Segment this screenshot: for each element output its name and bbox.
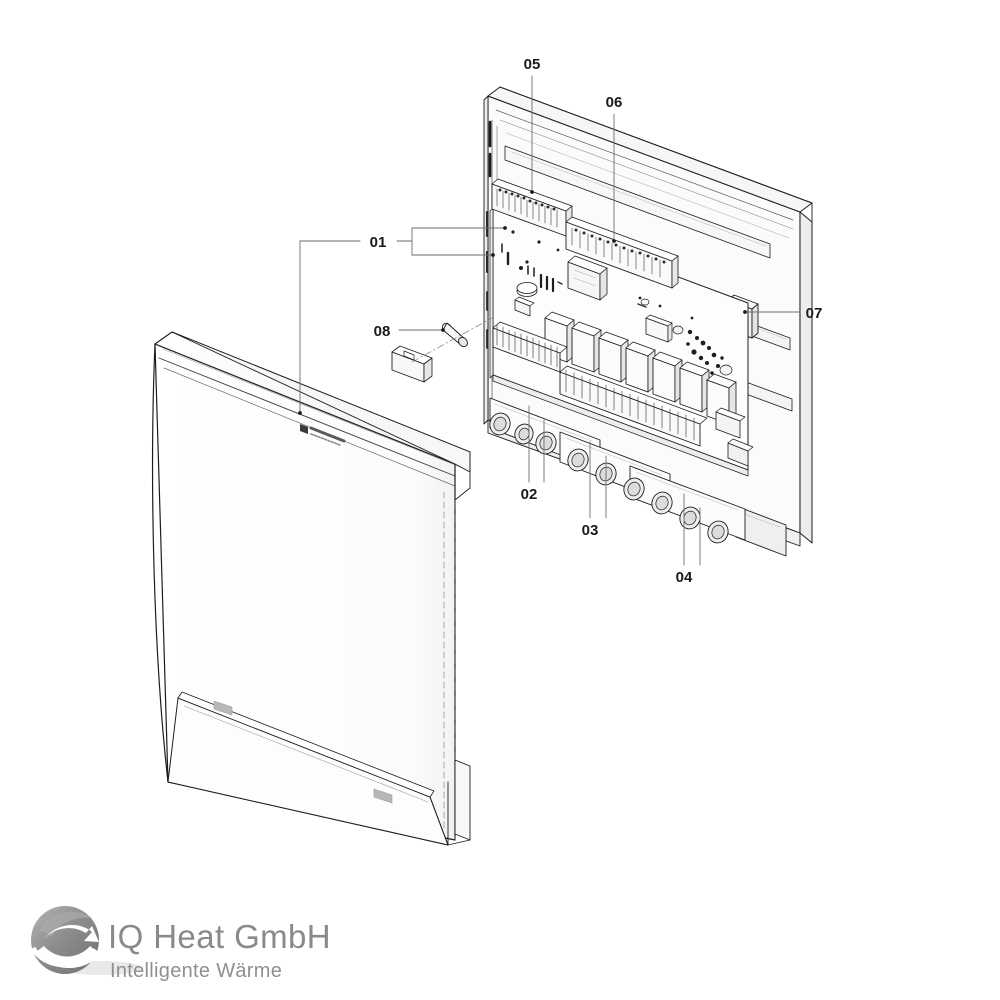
callout-endpoints <box>298 190 747 415</box>
callout-01: 01 <box>370 234 387 251</box>
vent-slot <box>213 700 393 804</box>
callout-labels: 01 02 03 04 05 06 07 08 <box>370 56 823 586</box>
sphere-swoosh-icon <box>30 906 142 975</box>
callout-03: 03 <box>582 522 599 539</box>
front-cover-panel <box>151 331 471 846</box>
transformer <box>567 255 608 301</box>
callout-02: 02 <box>521 486 538 503</box>
component-cluster <box>514 260 733 376</box>
connector-comb-lower <box>559 365 708 447</box>
callout-08: 08 <box>374 323 391 340</box>
callout-leaders <box>299 75 801 566</box>
terminal-block-lower <box>565 216 679 289</box>
cover-brand-mark <box>300 424 346 446</box>
fuse-and-holder <box>391 317 493 383</box>
callout-04: 04 <box>676 569 693 586</box>
fuse-holder-cap <box>391 345 433 383</box>
footer-logo: IQ Heat GmbH Intelligente Wärme <box>30 906 331 982</box>
logo-subtitle: Intelligente Wärme <box>110 960 282 982</box>
callout-05: 05 <box>524 56 541 73</box>
terminal-block-upper <box>491 178 573 237</box>
connector-comb-upper <box>492 321 568 373</box>
control-pcb-board <box>489 178 754 477</box>
callout-06: 06 <box>606 94 623 111</box>
relay-row <box>544 311 737 425</box>
logo-title: IQ Heat GmbH <box>108 918 331 955</box>
cable-gland <box>489 412 729 544</box>
fuse <box>442 322 468 348</box>
callout-07: 07 <box>806 305 823 322</box>
cable-gland-row <box>489 397 746 544</box>
